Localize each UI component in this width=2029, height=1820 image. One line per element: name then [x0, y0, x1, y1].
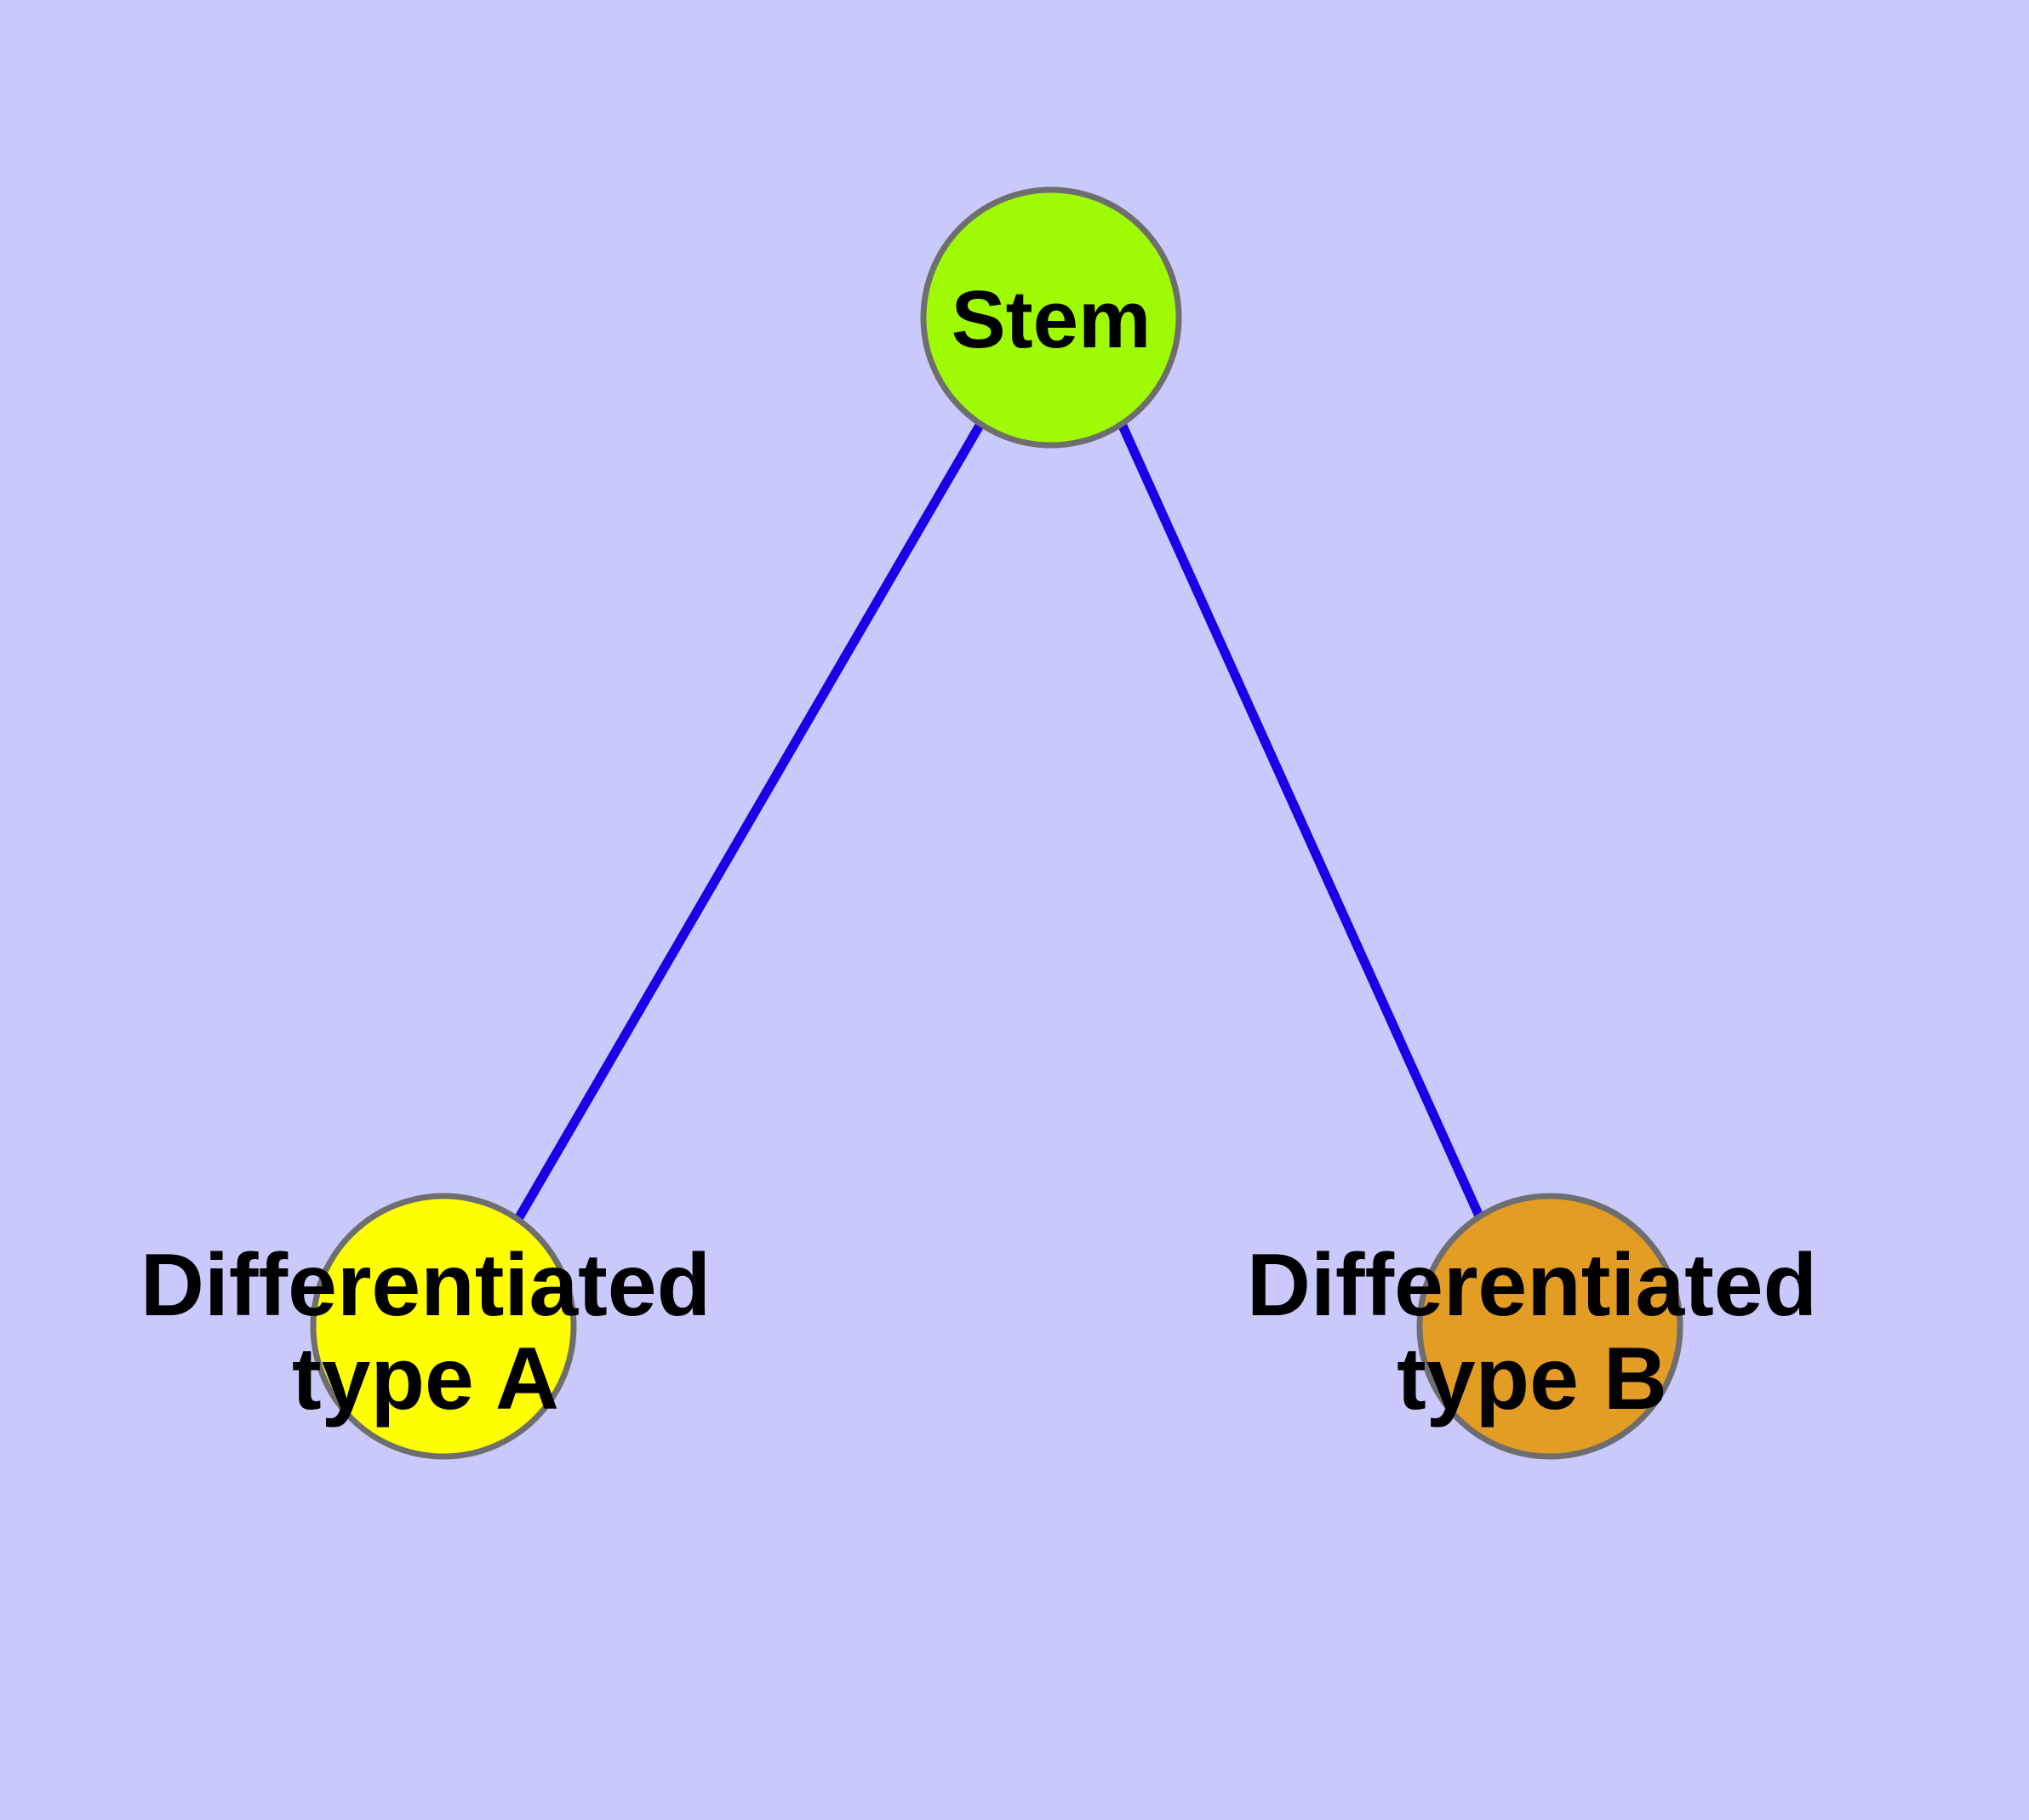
edge-stem-to-differentiated-type-b[interactable] — [1117, 421, 1486, 1222]
node-differentiated-type-a[interactable] — [310, 1193, 577, 1460]
node-differentiated-type-b[interactable] — [1416, 1193, 1683, 1460]
edge-layer — [512, 421, 1486, 1226]
node-layer — [310, 186, 1683, 1460]
edge-stem-to-differentiated-type-a[interactable] — [512, 421, 985, 1226]
node-stem[interactable] — [920, 186, 1182, 449]
